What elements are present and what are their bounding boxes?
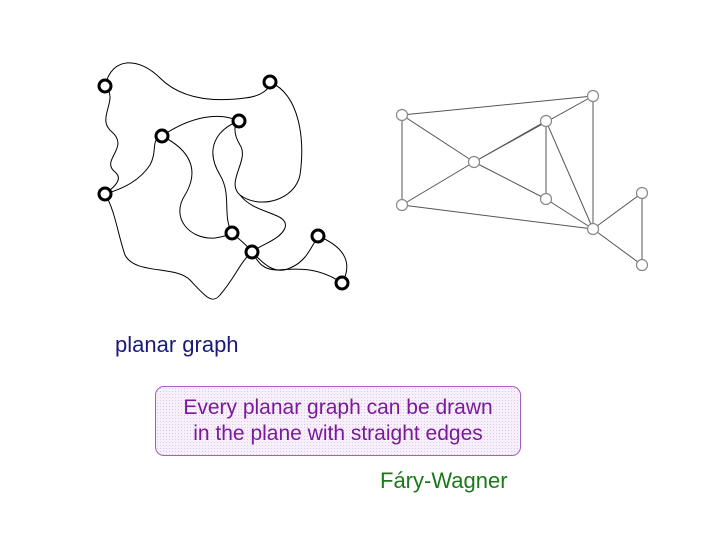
graph-caption: planar graph (115, 332, 239, 357)
vertex (97, 78, 113, 94)
vertex (539, 114, 553, 128)
curved-edge (234, 81, 303, 203)
vertex (467, 155, 481, 169)
vertex (635, 186, 649, 200)
vertex (262, 74, 278, 90)
curved-edge (104, 85, 119, 195)
straight-graph-drawing (401, 95, 643, 266)
straight-edge (592, 192, 643, 230)
curved-edge (161, 115, 240, 137)
vertex (539, 192, 553, 206)
theorem-attribution: Fáry-Wagner (380, 468, 508, 493)
straight-edge (473, 120, 547, 163)
vertex (395, 198, 409, 212)
vertex (231, 113, 247, 129)
straight-edge (401, 161, 475, 206)
curved-edge (251, 251, 343, 284)
curved-edge (239, 194, 286, 253)
straight-edge (401, 204, 594, 230)
straight-edge (592, 228, 643, 266)
straight-edge (401, 95, 594, 116)
curved-edge (212, 120, 240, 234)
curved-edge (251, 235, 319, 271)
straight-edge (473, 161, 547, 200)
vertex (154, 128, 170, 144)
curved-edge (104, 135, 163, 195)
vertex (244, 244, 260, 260)
vertex (586, 222, 600, 236)
vertex (224, 225, 240, 241)
straight-edge (401, 114, 475, 163)
theorem-box: Every planar graph can be drawn in the p… (155, 386, 521, 456)
theorem-line-1: Every planar graph can be drawn (183, 396, 493, 419)
vertex (97, 186, 113, 202)
curved-graph-vertices (97, 74, 350, 291)
curved-edge (161, 135, 233, 239)
vertex (635, 258, 649, 272)
curved-edge (104, 193, 253, 300)
curved-graph-drawing (104, 62, 348, 300)
vertex (310, 228, 326, 244)
straight-edge (545, 120, 594, 230)
vertex (586, 89, 600, 103)
theorem-line-2: in the plane with straight edges (193, 422, 483, 445)
straight-graph-vertices (395, 89, 649, 272)
straight-edge (545, 198, 594, 230)
vertex (334, 275, 350, 291)
curved-edge (104, 62, 271, 101)
vertex (395, 108, 409, 122)
